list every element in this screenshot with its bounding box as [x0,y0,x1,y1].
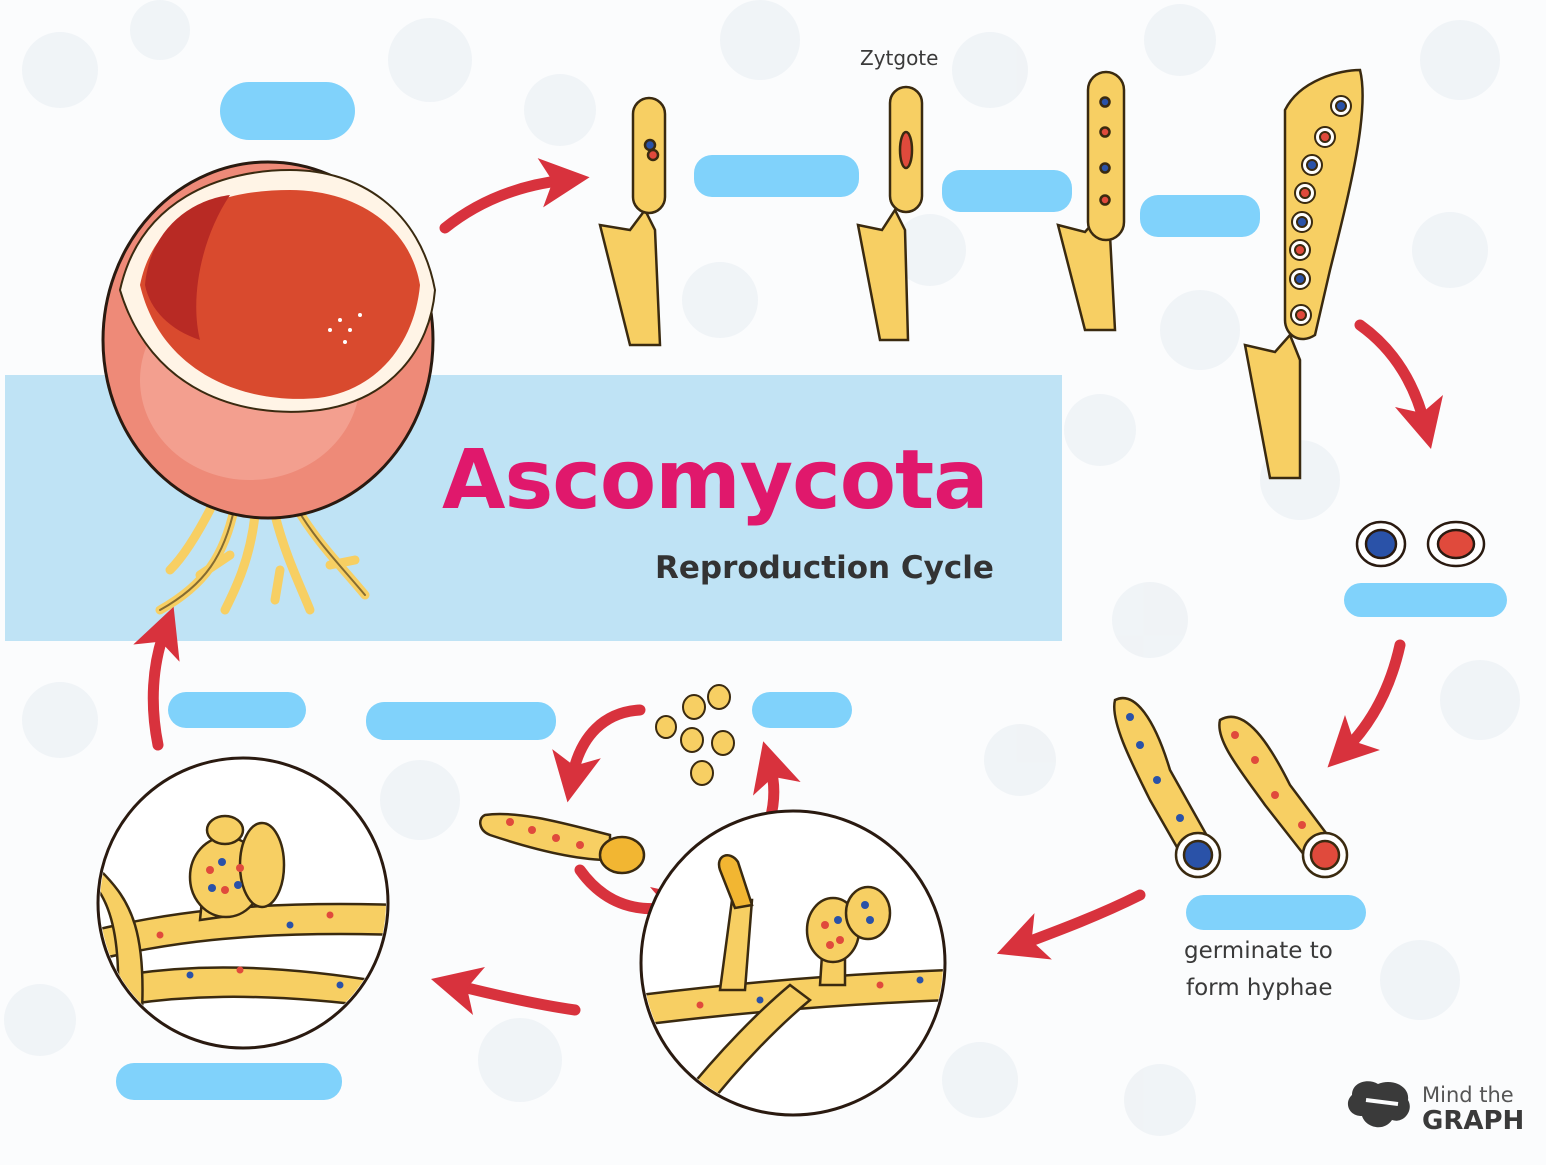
hyphae-icon [639,809,947,1117]
ascus-icon [856,85,924,342]
label-blank [366,702,556,740]
germinate-label-line2: form hyphae [1186,975,1333,1001]
germinating-conidium-icon [479,812,646,875]
arrow-icon [1354,319,1444,450]
logo-text-line1: Mind the [1422,1083,1514,1107]
germinating-spore-icon [1112,696,1349,879]
label-blank [942,170,1072,212]
label-blank [168,692,306,728]
label-blank [116,1063,342,1100]
ascus-icon [1243,68,1364,480]
label-blank [1140,195,1260,237]
label-blank [694,155,859,197]
arrow-icon [133,606,180,751]
arrow-icon [1327,639,1406,768]
background-pattern [4,0,1520,1136]
conidia-icon [655,684,735,786]
label-blank [1344,583,1507,617]
germinate-label-line1: germinate to [1184,938,1333,964]
page-title: Ascomycota [442,433,989,528]
arrow-icon [430,966,581,1016]
zygote-label: Zytgote [860,46,939,70]
ascocarp-icon [101,160,437,615]
hyphae-icon [96,756,390,1050]
label-blank [752,692,852,728]
ascus-icon [1056,70,1126,332]
label-blank [220,82,355,140]
label-blank [1186,895,1366,930]
ascus-icon [598,96,667,347]
arrow-icon [996,889,1146,960]
mind-the-graph-logo-icon [1347,1081,1410,1128]
arrow-icon [552,704,646,803]
arrow-icon [439,158,590,234]
ascospore-icon [1355,520,1486,568]
logo-text-line2: GRAPH [1422,1106,1525,1136]
page-subtitle: Reproduction Cycle [655,550,994,586]
